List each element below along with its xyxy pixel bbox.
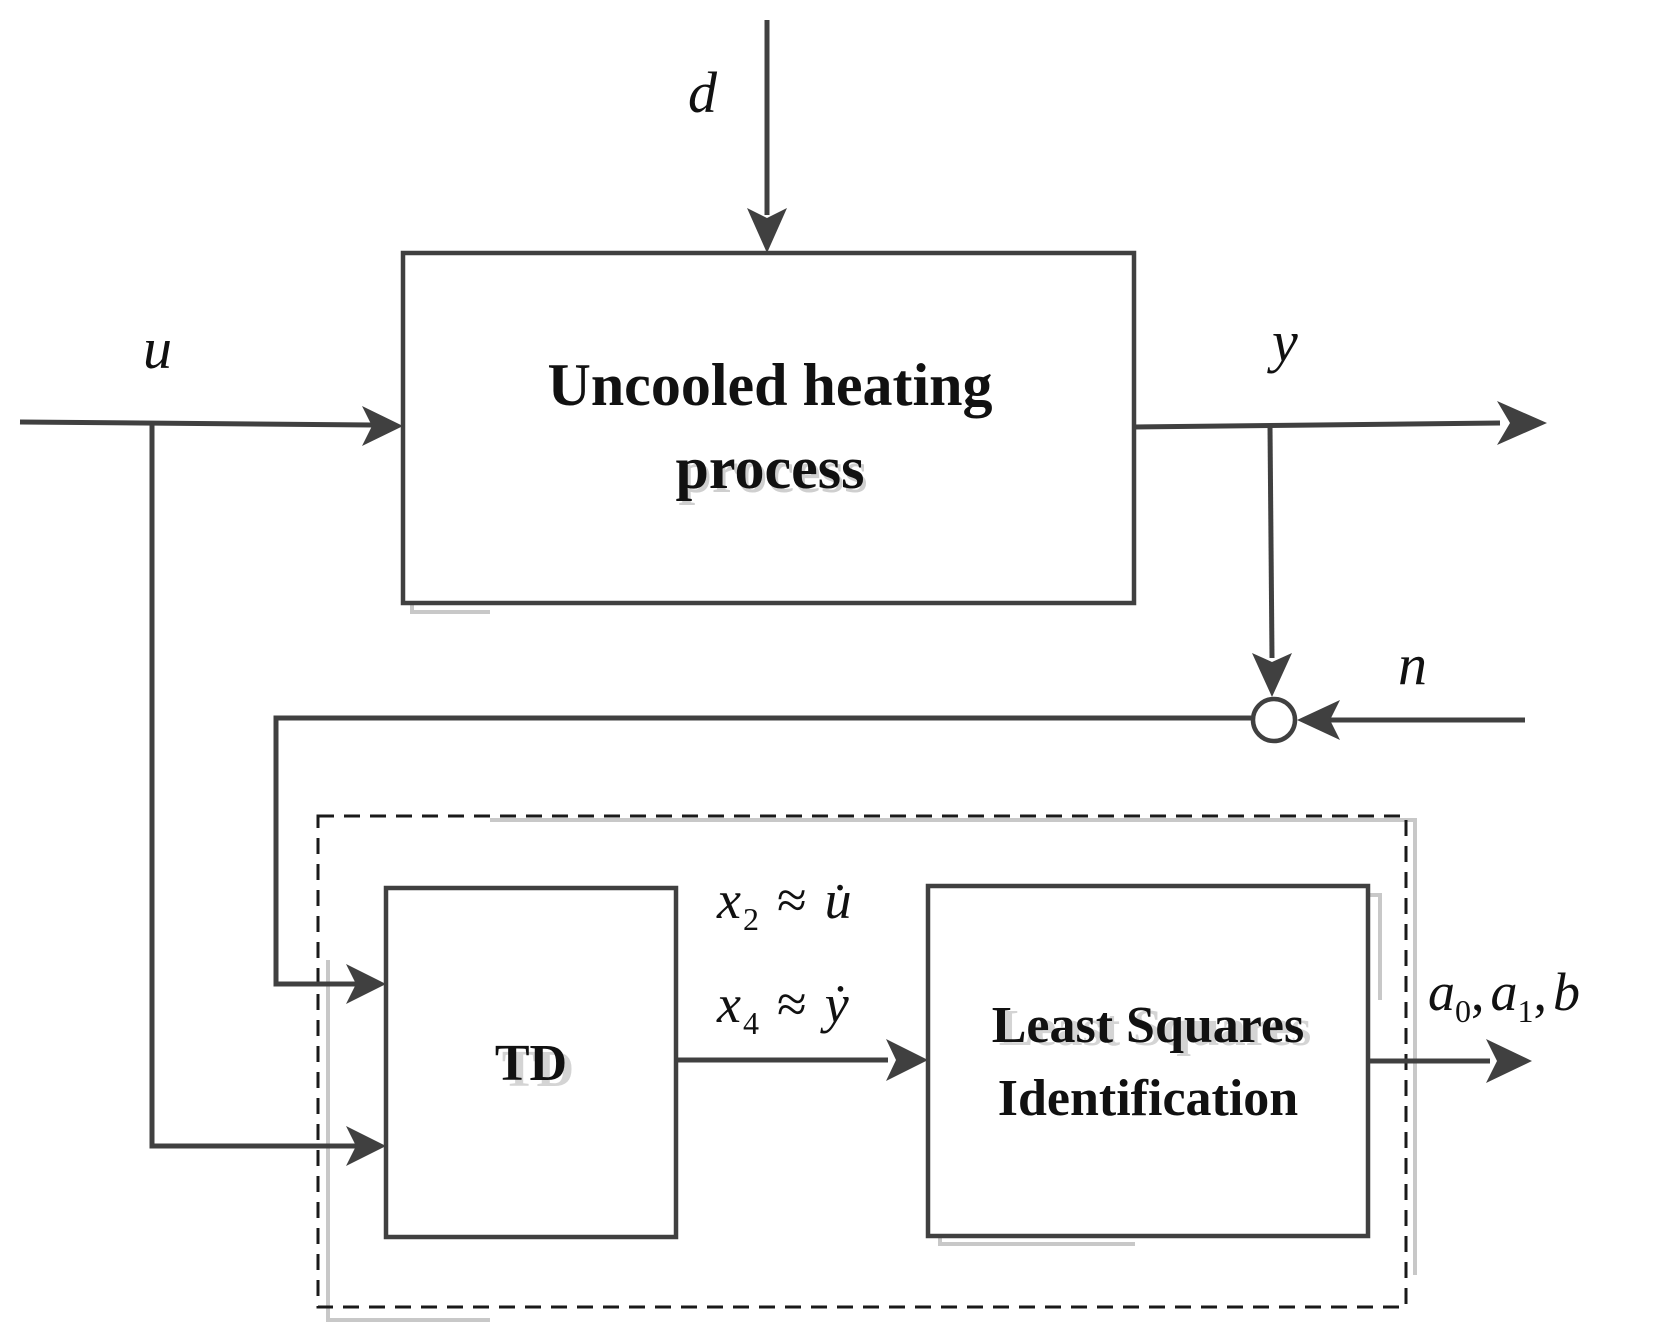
plant-block: process Uncooled heating process: [400, 250, 1137, 614]
td-block: TD TD: [383, 885, 679, 1240]
arrow-d-into-plant: [747, 208, 787, 253]
plant-label-line1: Uncooled heating: [547, 352, 992, 418]
td-label-shadow: TD: [502, 1041, 574, 1098]
label-d: d: [688, 60, 718, 125]
td-output-equations: x2≈u̇ x4≈ẏ: [716, 870, 852, 1041]
label-n: n: [1398, 632, 1427, 697]
signal-labels: u d y n: [143, 60, 1427, 697]
ls-label-shadow: Least Squares: [999, 1000, 1312, 1057]
arrow-into-td-lower: [346, 1126, 386, 1166]
arrow-into-plant: [362, 406, 403, 446]
plant-label-line2: process: [676, 435, 865, 501]
td-box: [383, 885, 679, 1240]
signal-wires: [19, 20, 1525, 1149]
label-u: u: [143, 316, 172, 381]
arrow-y-out: [1497, 401, 1547, 445]
input-u-line: [19, 419, 373, 428]
plant-box: [400, 250, 1137, 606]
arrow-into-ls: [886, 1039, 928, 1081]
y-branch-line: [1267, 425, 1275, 659]
output-y-line: [1133, 420, 1501, 430]
arrow-y-into-junction: [1252, 653, 1292, 697]
eq-x4-approx-ydot: x4≈ẏ: [716, 974, 850, 1041]
eq-x2-approx-udot: x2≈u̇: [716, 870, 852, 937]
td-label: TD: [495, 1035, 567, 1092]
ls-label-line2: Identification: [998, 1070, 1299, 1127]
arrow-into-td-upper: [346, 964, 386, 1004]
arrow-n-into-junction: [1297, 700, 1340, 740]
summing-junction: [1250, 696, 1298, 744]
label-estimates: a0,a1,b: [1428, 962, 1580, 1029]
u-branch-line: [149, 423, 358, 1149]
ls-block: Least Squares Least Squares Identificati…: [925, 883, 1382, 1246]
measured-y-line: [273, 715, 1251, 987]
ls-box: [925, 883, 1371, 1239]
plant-label-shadow: process: [679, 439, 868, 505]
arrow-estimates-out: [1486, 1039, 1532, 1083]
label-y: y: [1267, 309, 1298, 374]
ls-label-line1: Least Squares: [992, 997, 1305, 1054]
arrowheads: [346, 208, 1547, 1166]
